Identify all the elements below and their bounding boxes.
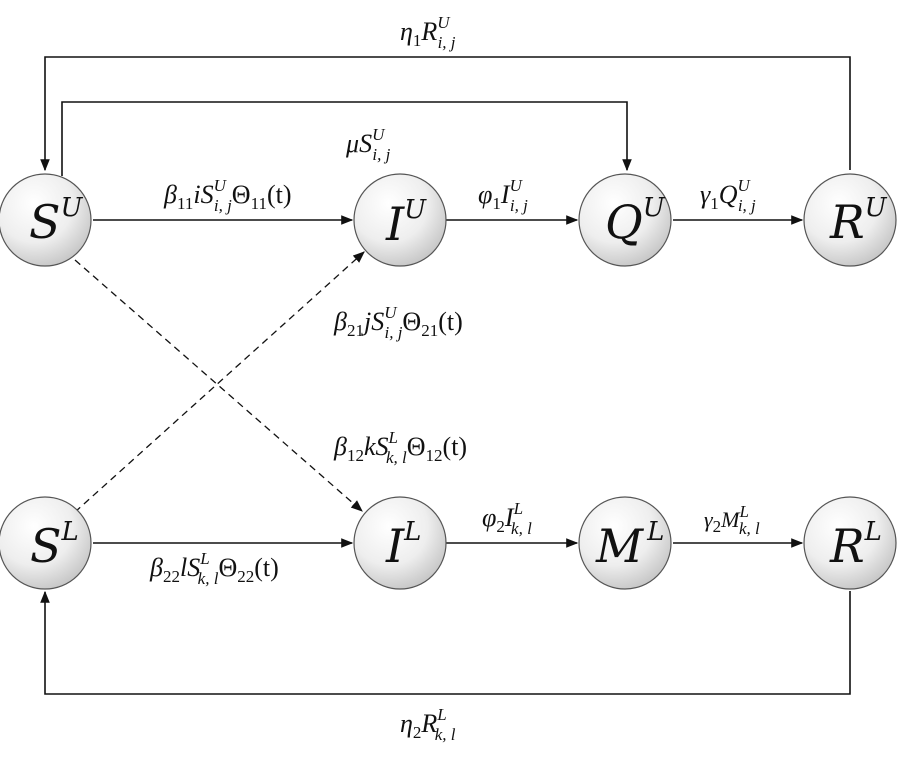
node-s-l: SL [0,496,92,590]
node-q-u: QU [578,173,672,267]
edge-mu-bypass [61,101,632,176]
svg-text:QU: QU [605,193,666,249]
edge-su-il-dashed [74,259,363,512]
svg-text:SL: SL [30,517,79,573]
edge-sl-iu-dashed [74,251,365,513]
edge-eta2-feedback [40,590,851,695]
node-i-l: IL [353,496,447,590]
svg-text:ML: ML [595,517,664,573]
node-s-u: SU [0,173,92,267]
svg-text:RL: RL [829,517,882,573]
svg-text:SU: SU [29,193,84,249]
node-i-u: IU [353,173,447,267]
svg-text:IU: IU [385,195,427,251]
edge-eta1-feedback [40,56,851,172]
node-r-u: RU [803,173,897,267]
svg-text:IL: IL [385,517,421,573]
svg-text:RU: RU [829,193,888,249]
node-r-l: RL [803,496,897,590]
